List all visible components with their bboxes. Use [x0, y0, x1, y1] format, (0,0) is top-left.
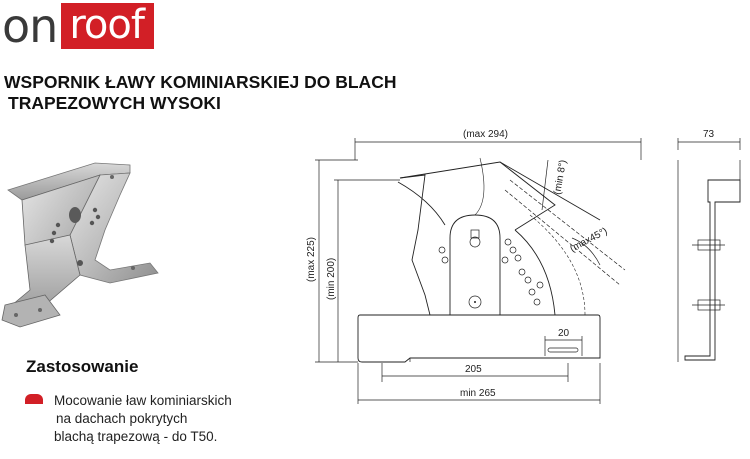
dim-base-inner: 205 [465, 364, 482, 375]
dim-min-height: (min 200) [326, 258, 337, 300]
product-image [1, 162, 159, 328]
dim-side-width: 73 [703, 129, 715, 140]
title-line-2: TRAPEZOWYCH WYSOKI [8, 93, 221, 113]
usage-line-3: blachą trapezową - do T50. [54, 429, 218, 444]
usage-line-1: Mocowanie ław kominiarskich [54, 393, 232, 408]
usage-heading: Zastosowanie [26, 357, 139, 376]
product-title: WSPORNIK ŁAWY KOMINIARSKIEJ DO BLACH TRA… [4, 72, 396, 114]
dim-slot: 20 [558, 328, 570, 339]
title-line-1: WSPORNIK ŁAWY KOMINIARSKIEJ DO BLACH [4, 72, 397, 92]
technical-drawing: (max 294) 73 (max 225) (min 200) (min 8°… [306, 129, 741, 404]
logo-on-text: on [2, 0, 58, 53]
dim-angle-min: (min 8°) [552, 159, 569, 196]
dim-base-min: min 265 [460, 388, 496, 399]
dim-max-height: (max 225) [306, 237, 317, 282]
usage-line-2: na dachach pokrytych [56, 411, 188, 426]
brand-logo: on roof [2, 2, 154, 50]
dim-max-width: (max 294) [463, 129, 508, 140]
logo-roof-text: roof [61, 3, 154, 49]
usage-bullet-icon [25, 394, 43, 404]
usage-description: Mocowanie ław kominiarskich na dachach p… [54, 392, 284, 446]
